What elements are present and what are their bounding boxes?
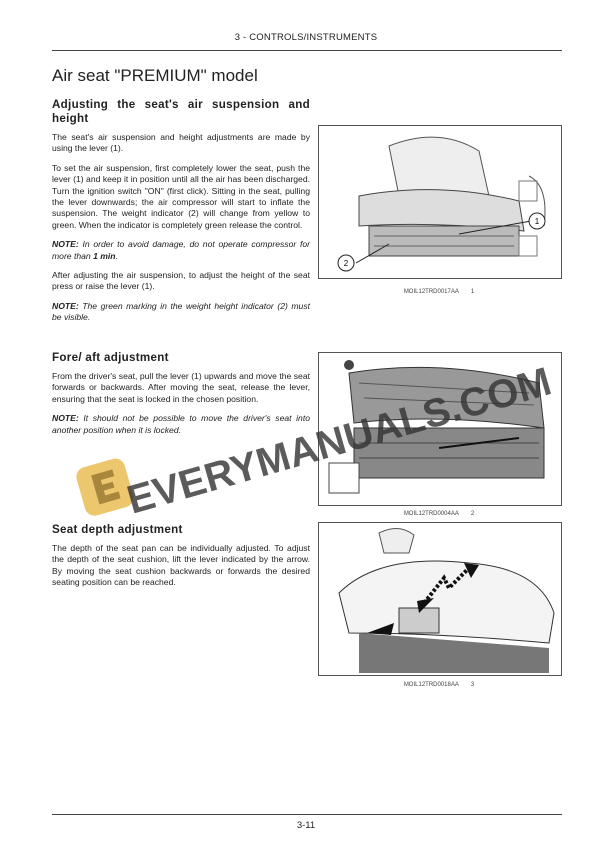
note-text: It should not be possible to move the dr…	[52, 413, 310, 435]
note: NOTE: The green marking in the weight he…	[52, 301, 310, 324]
note-text: The green marking in the weight height i…	[52, 300, 310, 323]
section-heading: Seat depth adjustment	[52, 523, 183, 536]
paragraph: After adjusting the air suspension, to a…	[52, 270, 310, 292]
figure-caption: MOIL12TRD0004AA 2	[318, 511, 560, 517]
section-heading: Adjusting the seat's air suspension and …	[52, 98, 310, 125]
section-air-suspension: Adjusting the seat's air suspension and …	[52, 98, 310, 351]
note-label: NOTE:	[52, 239, 79, 250]
section-heading: Fore/ aft adjustment	[52, 351, 169, 364]
figure-number: 2	[470, 511, 475, 517]
paragraph: The depth of the seat pan can be individ…	[52, 543, 310, 588]
note: NOTE: In order to avoid damage, do not o…	[52, 239, 310, 261]
figure-1-seat-air-suspension: 1 2	[318, 125, 562, 279]
section-seat-depth: Seat depth adjustment The depth of the s…	[52, 523, 310, 589]
figure-code: MOIL12TRD0018AA	[403, 682, 459, 688]
note-label: NOTE:	[52, 413, 79, 424]
paragraph: From the driver's seat, pull the lever (…	[52, 371, 310, 404]
paragraph: To set the air suspension, first complet…	[52, 162, 310, 230]
figure-number: 3	[470, 682, 475, 688]
seat-illustration	[328, 360, 545, 494]
header-rule	[52, 50, 562, 51]
seat-illustration: 1 2	[337, 136, 546, 272]
note: NOTE: It should not be possible to move …	[52, 413, 310, 436]
figure-3-seat-depth	[318, 522, 562, 676]
footer-rule	[52, 814, 562, 815]
callout-2-label: 2	[344, 259, 349, 268]
callout-1-label: 1	[535, 217, 540, 226]
callout-1	[528, 212, 546, 230]
callout-2	[337, 254, 355, 272]
seat-illustration	[338, 528, 555, 673]
paragraph: The seat's air suspension and height adj…	[52, 132, 310, 154]
section-fore-aft: Fore/ aft adjustment From the driver's s…	[52, 351, 310, 523]
figure-code: MOIL12TRD0004AA	[403, 511, 459, 517]
note-text: In order to avoid damage, do not operate…	[52, 239, 310, 261]
text-column: Adjusting the seat's air suspension and …	[52, 98, 310, 597]
page-title: Air seat "PREMIUM" model	[52, 66, 258, 85]
figure-caption: MOIL12TRD0017AA 1	[318, 289, 560, 295]
note-label: NOTE:	[52, 300, 79, 311]
figure-caption: MOIL12TRD0018AA 3	[318, 682, 560, 688]
figure-2-fore-aft	[318, 352, 562, 506]
figure-number: 1	[470, 289, 475, 295]
page-number: 3-11	[296, 820, 316, 831]
note-emphasis: 1 min	[93, 250, 116, 261]
figure-code: MOIL12TRD0017AA	[403, 289, 459, 295]
running-header: 3 - CONTROLS/INSTRUMENTS	[234, 32, 378, 43]
